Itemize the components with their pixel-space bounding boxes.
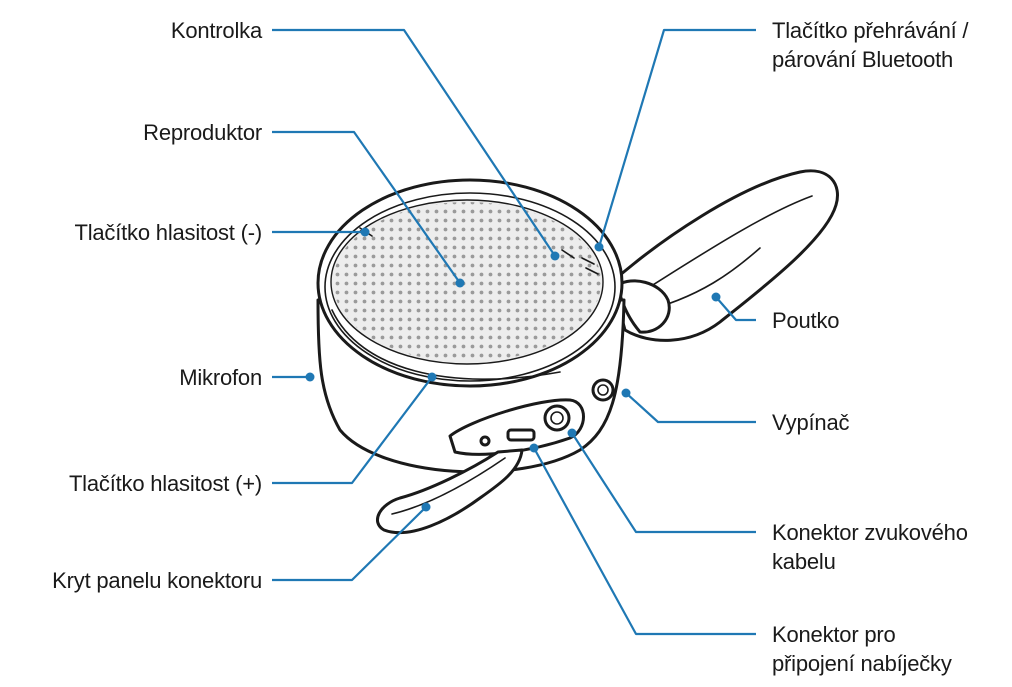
label-volume-up: Tlačítko hlasitost (+) (69, 469, 262, 498)
label-speaker: Reproduktor (143, 118, 262, 147)
label-audio-connector-line1: Konektor zvukového (772, 520, 968, 545)
label-connector-cover: Kryt panelu konektoru (52, 566, 262, 595)
usb-port-shape (506, 428, 536, 442)
label-strap: Poutko (772, 306, 839, 335)
audio-jack-shape (543, 404, 571, 432)
label-charger-connector-line2: připojení nabíječky (772, 651, 952, 676)
label-speaker-text: Reproduktor (143, 120, 262, 145)
label-power-switch: Vypínač (772, 408, 849, 437)
label-charger-connector-line1: Konektor pro (772, 622, 896, 647)
label-play-pairing: Tlačítko přehrávání / párování Bluetooth (772, 16, 969, 74)
leader-lines (272, 28, 756, 636)
label-microphone: Mikrofon (179, 363, 262, 392)
label-indicator-text: Kontrolka (170, 18, 262, 43)
callout-dot-power-switch (621, 388, 631, 398)
callout-dot-microphone (305, 372, 315, 382)
callout-dot-strap (711, 292, 721, 302)
label-play-pairing-line1: Tlačítko přehrávání / (772, 18, 969, 43)
callout-dot-charger-connector (529, 443, 539, 453)
label-play-pairing-line2: párování Bluetooth (772, 47, 954, 72)
label-power-switch-text: Vypínač (772, 410, 850, 435)
callout-dot-audio-connector (567, 428, 577, 438)
callout-dot-speaker (455, 278, 465, 288)
label-audio-connector-line2: kabelu (772, 549, 836, 574)
label-audio-connector: Konektor zvukového kabelu (772, 518, 968, 576)
speaker-body (316, 178, 626, 474)
label-charger-connector: Konektor pro připojení nabíječky (772, 620, 952, 678)
callout-dot-volume-down (360, 227, 370, 237)
label-indicator: Kontrolka (171, 16, 262, 45)
callout-dots (305, 227, 721, 512)
label-volume-down-text: Tlačítko hlasitost (-) (74, 220, 262, 245)
callout-dot-indicator (550, 251, 560, 261)
connector-cover (376, 448, 524, 535)
label-microphone-text: Mikrofon (179, 365, 262, 390)
label-strap-text: Poutko (772, 308, 840, 333)
callout-dot-connector-cover (421, 502, 431, 512)
callout-dot-volume-up (427, 372, 437, 382)
label-connector-cover-text: Kryt panelu konektoru (52, 568, 262, 593)
callout-dot-play-pairing (594, 242, 604, 252)
strap-right (610, 169, 839, 342)
power-switch-shape (591, 378, 615, 402)
label-volume-up-text: Tlačítko hlasitost (+) (68, 471, 262, 496)
label-volume-down: Tlačítko hlasitost (-) (74, 218, 262, 247)
